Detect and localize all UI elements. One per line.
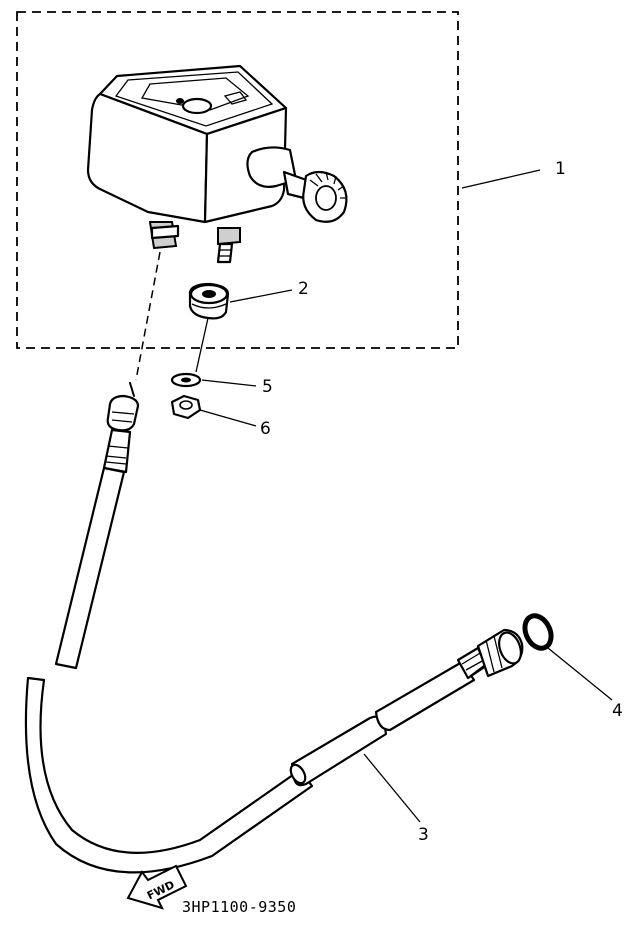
cable-right-section <box>374 646 488 732</box>
cable-upper-section <box>54 466 126 670</box>
part-code: 3HP1100-9350 <box>182 898 296 916</box>
leader-6 <box>199 409 257 427</box>
cable-lower-section <box>24 676 314 874</box>
cable-lower-fitting <box>476 628 524 678</box>
leader-1 <box>461 169 541 189</box>
grommet <box>188 282 230 320</box>
cable-upper-fitting <box>102 382 140 474</box>
cable-dash-line <box>135 251 161 381</box>
label-1: 1 <box>555 159 566 179</box>
leader-5 <box>201 379 257 387</box>
washer <box>170 372 202 388</box>
leader-3 <box>363 753 421 823</box>
assembly-boundary <box>16 11 459 349</box>
stud-line <box>195 317 209 373</box>
label-5: 5 <box>262 377 273 397</box>
nut <box>170 394 202 420</box>
leader-4 <box>547 647 613 701</box>
label-2: 2 <box>298 279 309 299</box>
cable-sleeve <box>289 715 388 787</box>
speedometer-unit <box>86 64 348 264</box>
label-4: 4 <box>612 701 623 721</box>
label-3: 3 <box>418 825 429 845</box>
o-ring <box>522 613 554 651</box>
leader-2 <box>229 289 293 303</box>
label-6: 6 <box>260 419 271 439</box>
